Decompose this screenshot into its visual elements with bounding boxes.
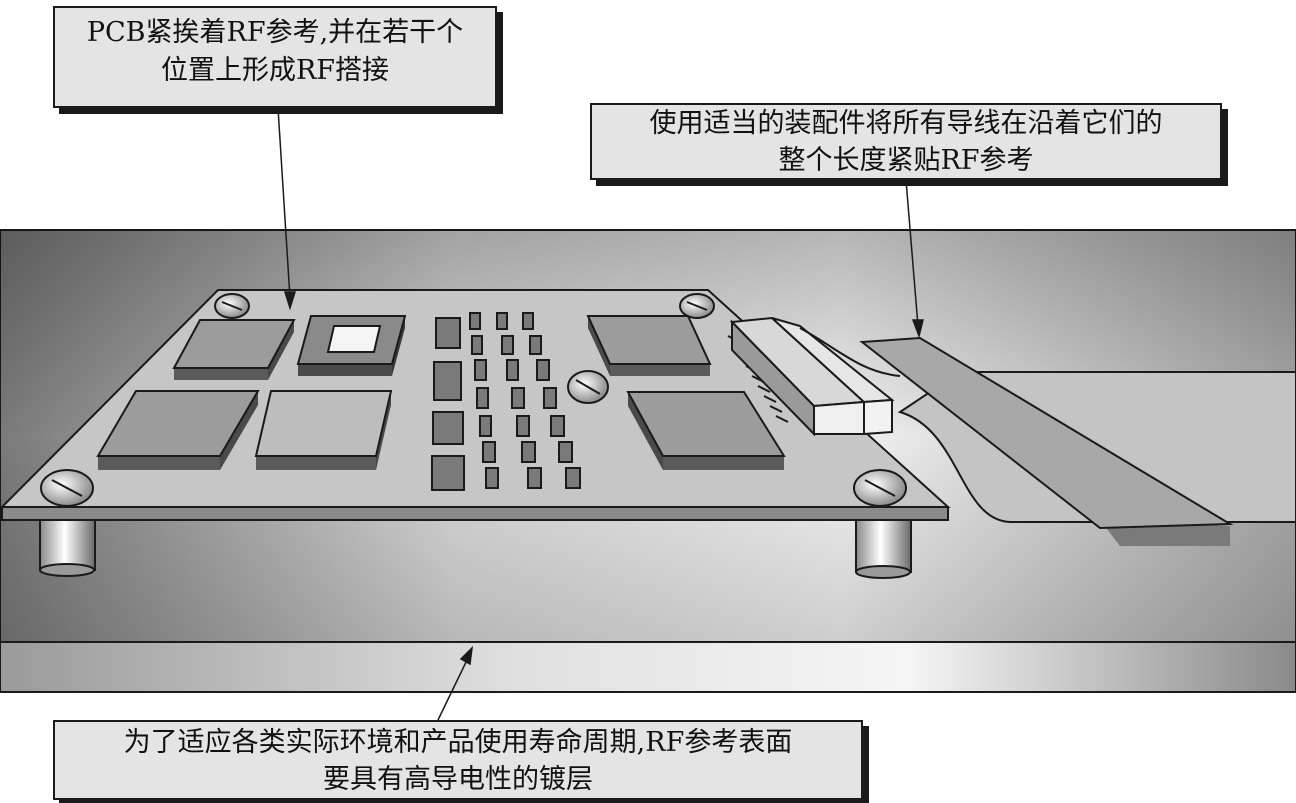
standoff-left	[39, 511, 96, 577]
leader-pcb-bond	[277, 107, 291, 299]
pcb-board-edge	[1, 506, 949, 521]
chip-top-center	[296, 315, 407, 376]
callout-pcb-rf-bond-line2: 位置上形成RF搭接	[160, 55, 390, 86]
connector	[729, 316, 895, 437]
chip-top-right	[586, 315, 712, 376]
callout-pcb-rf-bond: PCB紧挨着RF参考,并在若干个 位置上形成RF搭接	[53, 6, 497, 108]
standoff-right	[855, 511, 912, 579]
flat-cable	[799, 327, 1234, 546]
screw-bottom-left	[40, 469, 94, 507]
callout-surface-plating-line2: 要具有高导电性的镀层	[323, 764, 593, 795]
callout-cable-routing-line2: 整个长度紧贴RF参考	[778, 145, 1034, 176]
callout-pcb-rf-bond-line1: PCB紧挨着RF参考,并在若干个	[86, 17, 464, 48]
screw-top-right	[679, 293, 715, 319]
chip-top-left	[172, 319, 296, 380]
leader-cable-routing	[905, 179, 919, 327]
callout-cable-routing: 使用适当的装配件将所有导线在沿着它们的 整个长度紧贴RF参考	[590, 103, 1222, 180]
callout-cable-routing-line1: 使用适当的装配件将所有导线在沿着它们的	[649, 108, 1163, 139]
smd-components	[431, 312, 581, 491]
chip-bottom-left	[96, 390, 260, 470]
callout-surface-plating: 为了适应各类实际环境和产品使用寿命周期,RF参考表面 要具有高导电性的镀层	[53, 720, 863, 800]
callout-surface-plating-line1: 为了适应各类实际环境和产品使用寿命周期,RF参考表面	[123, 727, 793, 758]
screw-center	[567, 370, 609, 404]
leader-lines	[277, 107, 924, 721]
screw-top-left	[214, 293, 250, 319]
leader-surface-plating	[437, 657, 469, 721]
screw-bottom-right	[853, 469, 907, 507]
rf-reference-plane-edge	[0, 641, 1296, 693]
chip-bottom-center	[254, 390, 393, 470]
chip-bottom-right	[626, 391, 786, 470]
